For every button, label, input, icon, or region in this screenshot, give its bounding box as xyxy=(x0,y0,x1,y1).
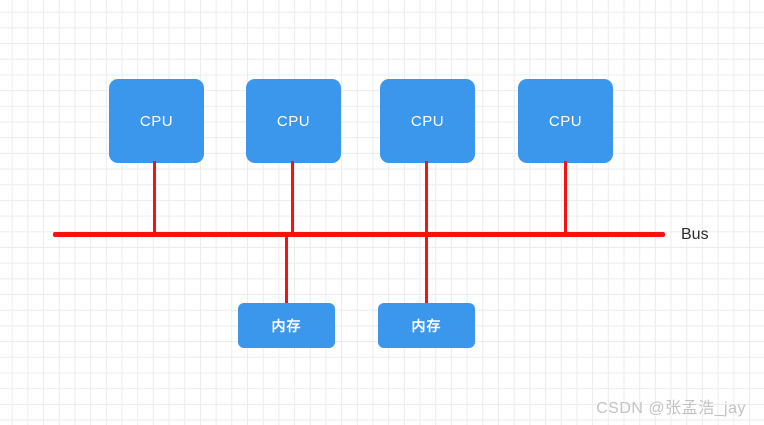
connector-cpu4-bus xyxy=(564,161,567,234)
memory-node-1-label: 内存 xyxy=(271,317,302,334)
connector-cpu2-bus xyxy=(291,161,294,234)
cpu-node-1-label: CPU xyxy=(139,112,174,130)
connector-bus-memory2 xyxy=(425,234,428,304)
cpu-node-2: CPU xyxy=(246,79,341,163)
connector-bus-memory1 xyxy=(285,234,288,304)
cpu-node-3: CPU xyxy=(380,79,475,163)
connector-cpu3-bus xyxy=(425,161,428,234)
cpu-node-3-label: CPU xyxy=(410,112,445,130)
memory-node-1: 内存 xyxy=(238,303,335,348)
memory-node-2-label: 内存 xyxy=(411,317,442,334)
memory-node-2: 内存 xyxy=(378,303,475,348)
cpu-node-4-label: CPU xyxy=(548,112,583,130)
csdn-watermark: CSDN @张孟浩_jay xyxy=(596,400,746,417)
cpu-node-1: CPU xyxy=(109,79,204,163)
bus-label: Bus xyxy=(681,226,709,243)
cpu-node-2-label: CPU xyxy=(276,112,311,130)
connector-cpu1-bus xyxy=(153,161,156,234)
bus-line xyxy=(53,232,665,237)
cpu-node-4: CPU xyxy=(518,79,613,163)
